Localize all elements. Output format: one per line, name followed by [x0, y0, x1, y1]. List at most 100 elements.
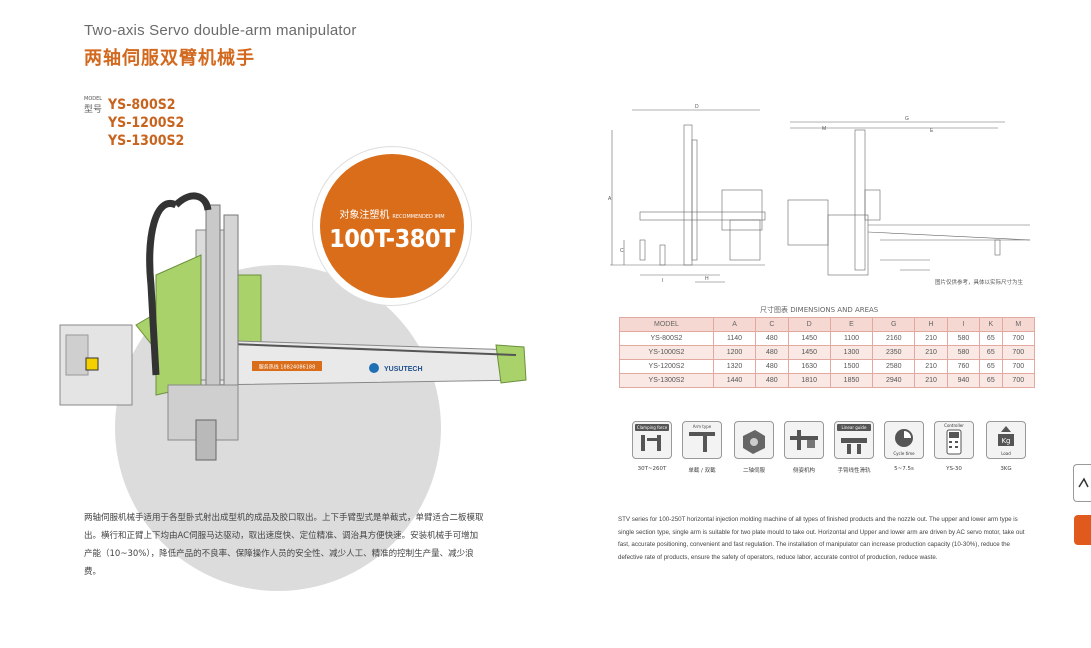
table-cell: 65	[979, 373, 1003, 388]
table-cell: 1810	[787, 373, 831, 388]
description-english: STV series for 100-250T horizontal injec…	[618, 516, 1025, 561]
table-header: MODEL	[619, 317, 714, 332]
spec-item: Arm type 单截 / 双截	[682, 421, 722, 474]
table-cell: 210	[914, 373, 948, 388]
table-cell: 700	[1001, 373, 1036, 388]
table-cell: 1100	[829, 331, 874, 346]
table-cell: 1300	[829, 345, 874, 360]
table-cell: 480	[755, 331, 789, 346]
table-header: I	[946, 317, 981, 332]
table-cell: 480	[755, 373, 789, 388]
table-header: K	[979, 317, 1003, 332]
table-cell: 65	[979, 345, 1003, 360]
controller-icon: Controller	[934, 421, 974, 459]
spec-item: 二轴伺服	[734, 421, 774, 474]
model-item: YS-1300S2	[108, 133, 185, 149]
spec-value: 侧姿机构	[792, 468, 815, 474]
arm-icon: Arm type	[682, 421, 722, 459]
model-item: YS-800S2	[108, 97, 176, 113]
title-english: Two-axis Servo double-arm manipulator	[84, 22, 357, 39]
svg-text:Kg: Kg	[1001, 437, 1010, 445]
table-cell: 2580	[872, 359, 916, 374]
dim-label-e: E	[930, 128, 934, 134]
table-cell: 65	[979, 359, 1003, 374]
guide-icon: Linear guide	[834, 421, 874, 459]
table-cell: 65	[979, 331, 1003, 346]
spec-item: 侧姿机构	[784, 421, 824, 474]
table-cell: 1450	[787, 345, 831, 360]
title-chinese: 两轴伺服双臂机械手	[84, 48, 255, 69]
spec-icons-row: Clamping force 30T~260T Arm type 单截 / 双截…	[632, 421, 1032, 476]
chevron-up-icon	[1078, 477, 1089, 488]
manipulator-illustration: 服务热线 18824086188 YUSUTECH	[59, 192, 527, 461]
table-cell: 2940	[872, 373, 916, 388]
spec-value: 3KG	[1000, 466, 1012, 472]
dim-label-i: I	[662, 278, 663, 284]
side-logo-icon[interactable]	[1074, 515, 1091, 545]
side-toggle-tab[interactable]	[1073, 464, 1091, 502]
table-cell: 1140	[712, 331, 757, 346]
description-chinese: 两轴伺服机械手适用于各型卧式射出成型机的成品及胶口取出。上下手臂型式是单截式，单…	[84, 513, 484, 577]
table-cell: 760	[946, 359, 981, 374]
spec-value: 30T~260T	[637, 466, 667, 472]
drawing-note: 图片仅供参考，具体以实际尺寸为生	[935, 280, 1024, 286]
dim-label-d: D	[695, 104, 699, 110]
table-caption: 尺寸图表 DIMENSIONS AND AREAS	[760, 306, 879, 314]
spec-value: 二轴伺服	[742, 468, 765, 474]
table-header: G	[872, 317, 916, 332]
table-cell: 1500	[829, 359, 874, 374]
table-header: E	[829, 317, 874, 332]
table-cell: 210	[914, 345, 948, 360]
clock-icon: Cycle time	[884, 421, 924, 459]
servo-icon	[734, 421, 774, 459]
table-header: D	[787, 317, 831, 332]
table-cell: 480	[755, 359, 789, 374]
model-item: YS-1200S2	[108, 115, 185, 131]
table-cell: 2350	[872, 345, 916, 360]
spec-value: YS-30	[946, 466, 962, 472]
spec-value: 5~7.5s	[894, 466, 914, 472]
phone-label: 服务热线 18824086188	[259, 364, 316, 371]
table-header: M	[1001, 317, 1036, 332]
dim-label-a: A	[608, 196, 612, 202]
spec-item: Kg Load 3KG	[986, 421, 1026, 472]
table-cell: YS-800S2	[619, 331, 714, 346]
table-cell: YS-1300S2	[619, 373, 714, 388]
table-cell: 940	[946, 373, 981, 388]
table-cell: 700	[1001, 345, 1036, 360]
table-cell: 700	[1001, 331, 1036, 346]
table-cell: YS-1200S2	[619, 359, 714, 374]
dim-label-m: M	[822, 126, 826, 132]
dimension-drawing: D A C I H G E M	[608, 104, 1031, 284]
model-label-en: MODEL	[84, 96, 103, 102]
badge-range: 100T-380T	[329, 224, 455, 253]
dim-label-h: H	[705, 276, 709, 282]
model-label-cn: 型号	[84, 105, 103, 115]
dim-label-g: G	[905, 116, 909, 122]
table-cell: 1850	[829, 373, 874, 388]
dim-label-c: C	[620, 248, 624, 254]
weight-icon: Kg Load	[986, 421, 1026, 459]
table-cell: 1630	[787, 359, 831, 374]
spec-value: 手臂线性滑轨	[837, 468, 871, 474]
table-cell: 480	[755, 345, 789, 360]
table-cell: 580	[946, 345, 981, 360]
table-cell: 700	[1001, 359, 1036, 374]
table-cell: 1200	[712, 345, 757, 360]
crosswise-icon	[784, 421, 824, 459]
table-header: A	[712, 317, 757, 332]
table-cell: 1440	[712, 373, 757, 388]
table-cell: 2160	[872, 331, 916, 346]
brand-label: YUSUTECH	[384, 366, 423, 373]
spec-item: Cycle time 5~7.5s	[884, 421, 924, 472]
table-cell: 1450	[787, 331, 831, 346]
table-header: C	[755, 317, 789, 332]
spec-value: 单截 / 双截	[688, 468, 716, 474]
